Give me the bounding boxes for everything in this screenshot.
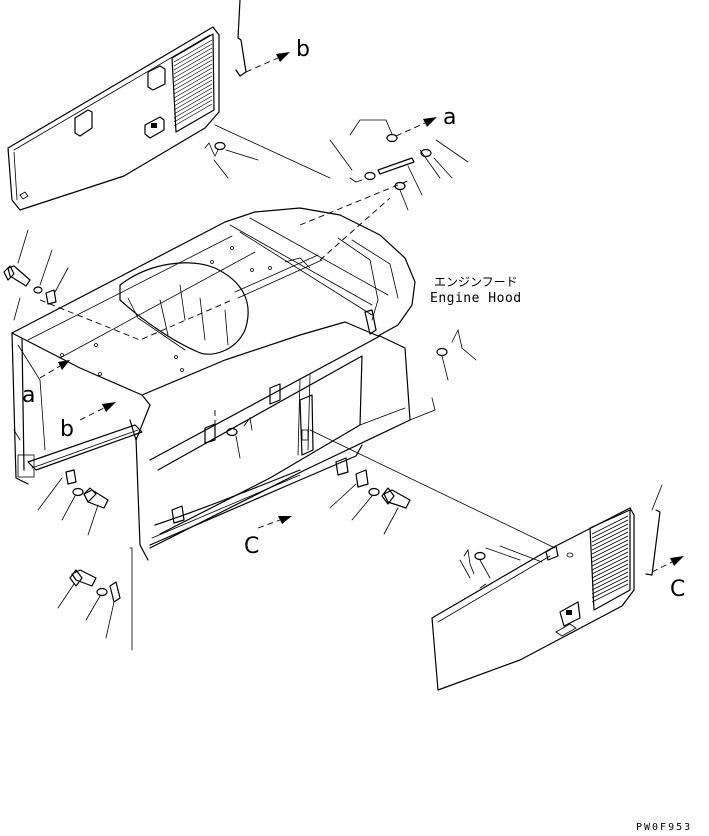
ref-letter-a-left: a [22, 383, 35, 408]
ref-arrow-a-left: a [22, 360, 70, 408]
ref-letter-a-top: a [443, 105, 456, 130]
top-hardware-cluster [329, 119, 469, 211]
ref-letter-c-bottom: C [244, 534, 259, 559]
ref-arrow-c-bottom: C [244, 516, 292, 559]
right-door-hardware [459, 545, 543, 579]
ref-arrow-b-top: b [245, 37, 310, 73]
drawing-code: PW0F953 [636, 822, 692, 833]
part-title: エンジンフード Engine Hood [430, 275, 522, 306]
ref-arrow-b-left: b [60, 402, 116, 442]
part-name-english: Engine Hood [430, 291, 522, 306]
left-door-hardware [204, 124, 331, 179]
ref-arrow-a-top: a [395, 105, 456, 137]
engine-hood-body [11, 179, 436, 561]
center-right-hardware [226, 328, 556, 549]
left-door-grille [171, 33, 215, 133]
ref-letter-b-left: b [60, 417, 74, 442]
left-side-door-panel [7, 0, 247, 211]
ref-letter-b-top: b [296, 37, 310, 62]
left-bolt-hardware [3, 229, 69, 321]
ref-letter-c-right: C [670, 577, 685, 602]
right-door-grille [589, 509, 631, 611]
right-side-door-panel [431, 484, 663, 691]
part-name-japanese: エンジンフード [434, 275, 518, 289]
ref-arrow-c-right: C [651, 556, 685, 602]
lower-left-hardware [37, 469, 133, 651]
